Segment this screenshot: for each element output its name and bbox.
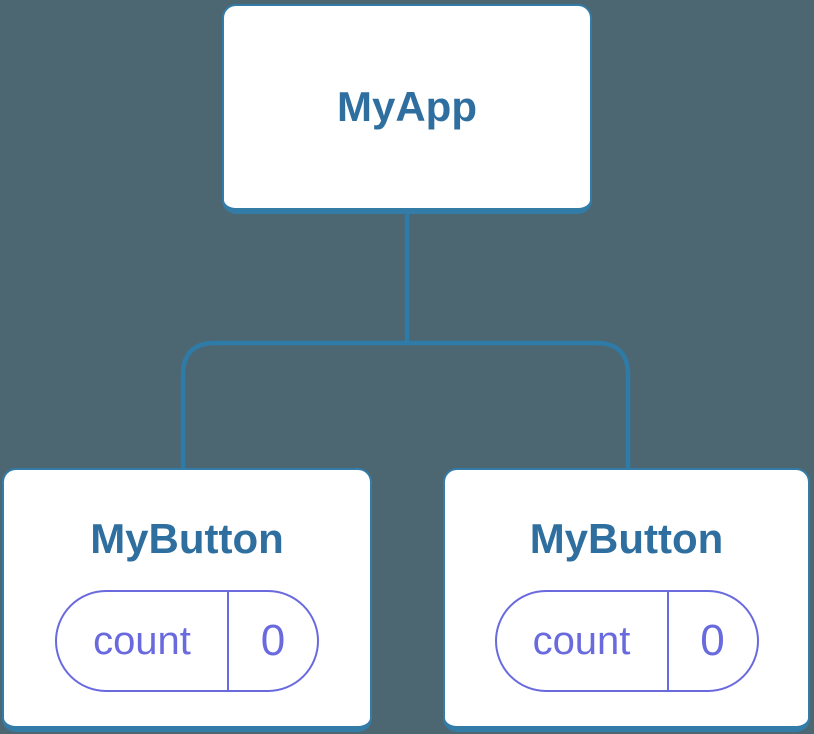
node-label-child-right: MyButton (529, 515, 724, 562)
connector-bracket (180, 340, 631, 470)
state-value-left: 0 (260, 616, 286, 665)
component-node-root: MyApp (222, 4, 592, 214)
state-key-left: count (57, 592, 229, 690)
state-pill-left: count 0 (55, 590, 319, 692)
state-key-right: count (497, 592, 669, 690)
component-node-child-left: MyButton count 0 (2, 468, 372, 732)
component-node-child-right: MyButton count 0 (443, 468, 810, 732)
state-value-right: 0 (700, 616, 725, 665)
node-label-root: MyApp (337, 83, 477, 130)
state-pill-right: count 0 (494, 590, 759, 692)
node-label-child-left: MyButton (90, 515, 284, 562)
